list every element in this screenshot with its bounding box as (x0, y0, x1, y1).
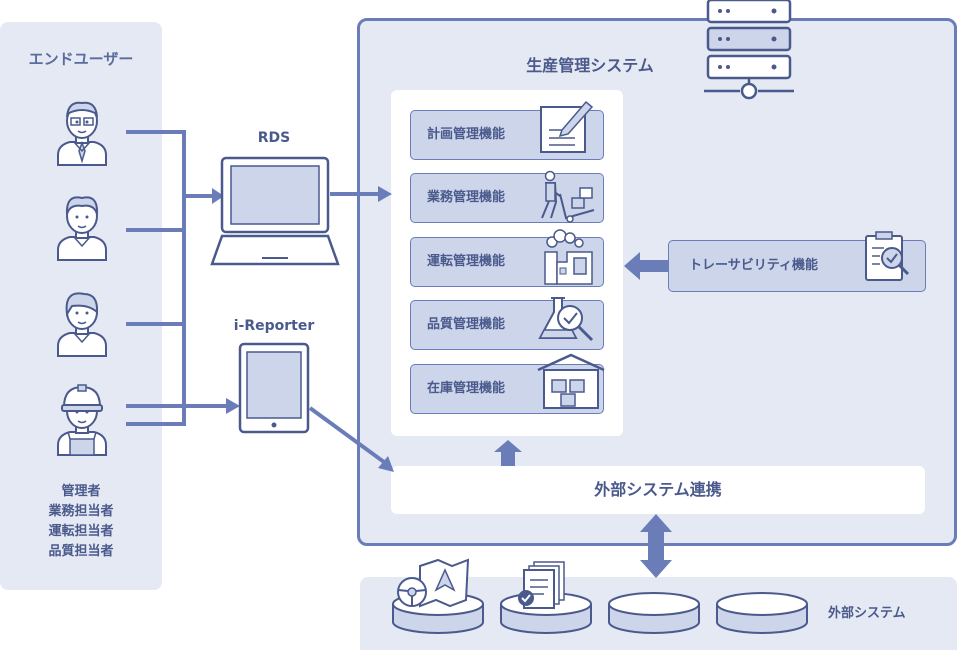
map-steering-icon (397, 558, 470, 608)
role-label: 業務担当者 (48, 504, 114, 519)
warehouse-icon (537, 353, 605, 409)
document-stack-icon (518, 561, 565, 609)
server-icon (704, 0, 794, 100)
ireporter-label: i-Reporter (233, 318, 315, 334)
clipboard-pen-icon (540, 100, 594, 153)
external-disc (608, 592, 700, 634)
traceability-arrow (624, 252, 668, 280)
role-label: 品質担当者 (48, 544, 114, 559)
arrow-head (226, 398, 240, 414)
external-link-bar: 外部システム連携 (391, 466, 925, 514)
up-arrow (494, 440, 522, 466)
user-roles: 管理者 業務担当者 運転担当者 品質担当者 (0, 482, 162, 562)
arrow-head (378, 186, 392, 202)
clipboard-check-icon (865, 231, 910, 281)
function-label: 業務管理機能 (427, 190, 506, 205)
end-users-title: エンドユーザー (28, 50, 134, 68)
factory-icon (544, 229, 593, 285)
rds-label: RDS (257, 130, 291, 146)
user-operation-icon (57, 292, 107, 357)
role-label: 運転担当者 (48, 524, 114, 539)
user-connector-lines (126, 130, 226, 426)
function-label: 運転管理機能 (427, 254, 506, 269)
arrow-head (378, 456, 394, 472)
role-label: 管理者 (61, 484, 101, 499)
user-manager-icon (57, 101, 107, 166)
function-label: 品質管理機能 (427, 317, 506, 332)
external-disc (716, 592, 808, 634)
function-label: 計画管理機能 (427, 127, 506, 142)
worker-cart-icon (541, 170, 595, 223)
arrow-head (212, 188, 224, 204)
external-system-title: 外部システム (828, 606, 906, 621)
traceability-label: トレーサビリティ機能 (689, 258, 818, 273)
user-business-icon (57, 196, 107, 261)
tablet-icon (238, 342, 310, 434)
function-label: 在庫管理機能 (427, 381, 506, 396)
laptop-icon (210, 156, 340, 266)
flask-magnifier-icon (538, 297, 594, 342)
bidirectional-arrow (640, 514, 672, 578)
production-system-title: 生産管理システム (526, 56, 654, 75)
user-quality-icon (57, 384, 107, 456)
